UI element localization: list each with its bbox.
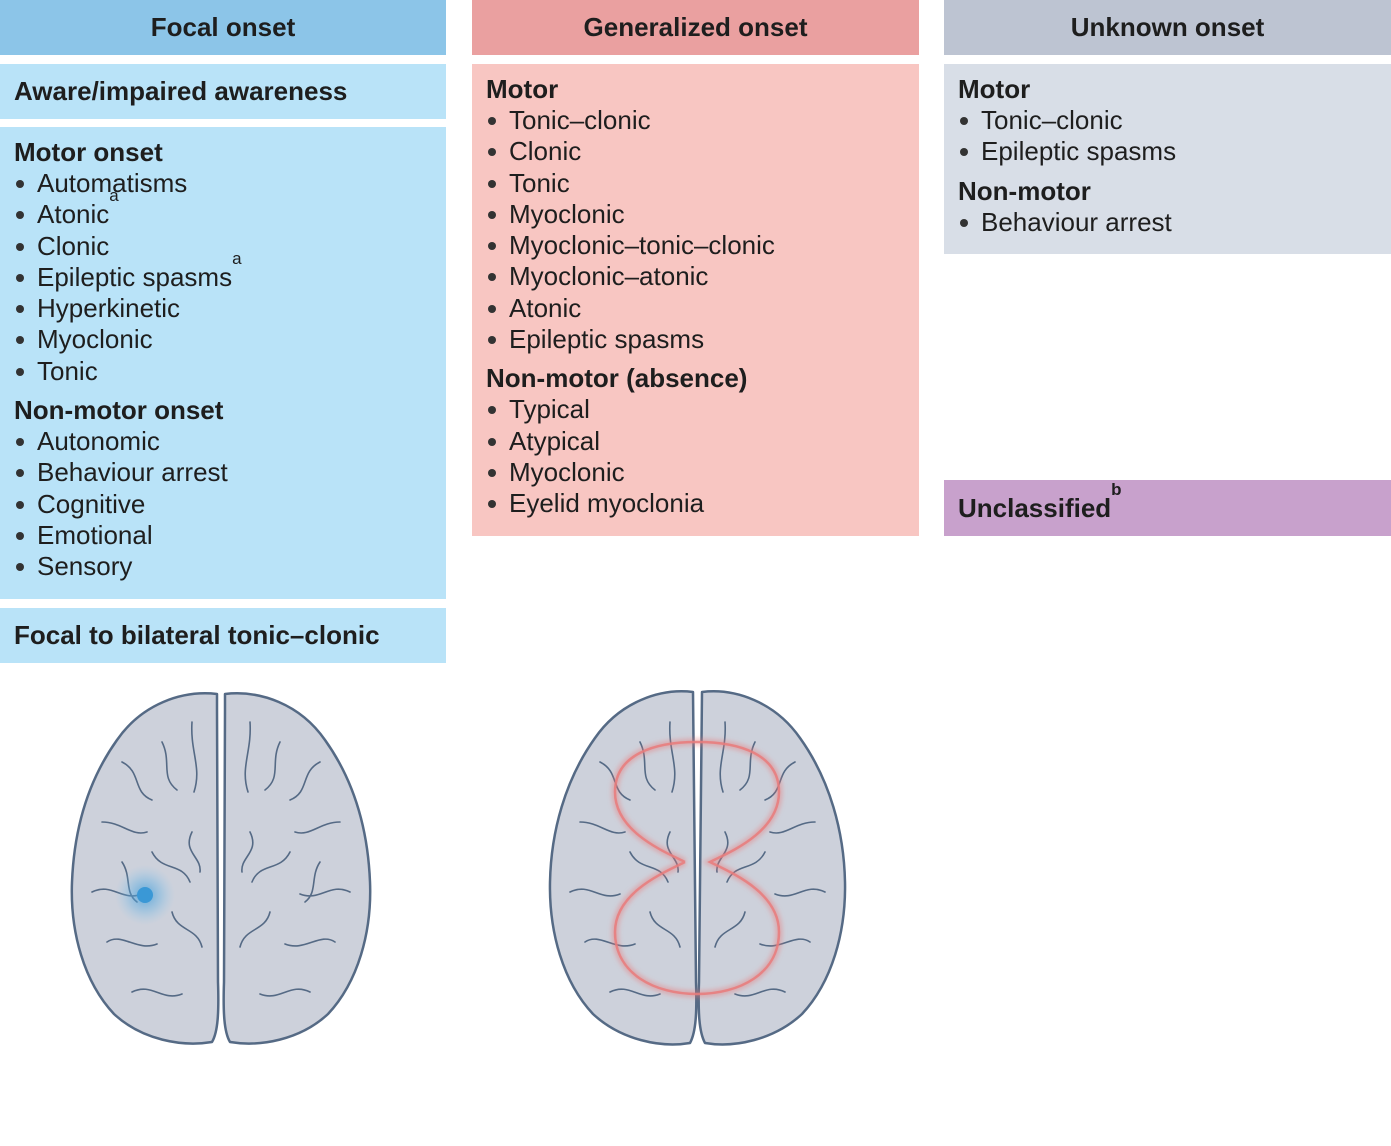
focal-bilateral-box: Focal to bilateral tonic–clonic (0, 608, 446, 663)
generalized-nonmotor-item: Typical (486, 394, 905, 425)
brain-top-view-focal-icon (70, 692, 372, 1045)
focal-nonmotor-title: Non-motor onset (14, 395, 224, 426)
generalized-motor-item: Myoclonic–tonic–clonic (486, 230, 905, 261)
focal-onset-header: Focal onset (0, 0, 446, 55)
generalized-onset-header-label: Generalized onset (583, 12, 808, 42)
generalized-motor-item: Tonic (486, 168, 905, 199)
unknown-onset-header: Unknown onset (944, 0, 1391, 55)
focal-awareness-label: Aware/impaired awareness (14, 76, 348, 106)
unknown-nonmotor-list: Behaviour arrest (958, 207, 1377, 238)
generalized-motor-item: Myoclonic–atonic (486, 261, 905, 292)
unclassified-box: Unclassifiedb (944, 480, 1391, 536)
unknown-onset-header-label: Unknown onset (1070, 12, 1265, 42)
focal-motor-item: Myoclonic (14, 324, 432, 355)
unknown-motor-item: Tonic–clonic (958, 105, 1377, 136)
brain-top-view-generalized-icon (548, 690, 847, 1046)
generalized-motor-item: Epileptic spasms (486, 324, 905, 355)
generalized-motor-item: Myoclonic (486, 199, 905, 230)
focal-motor-item: Epileptic spasmsa (14, 250, 432, 293)
generalized-motor-item: Atonic (486, 293, 905, 324)
focal-onset-header-label: Focal onset (150, 12, 296, 42)
focal-nonmotor-item: Behaviour arrest (14, 457, 432, 488)
generalized-motor-item: Tonic–clonic (486, 105, 905, 136)
focal-nonmotor-item: Emotional (14, 520, 432, 551)
unknown-nonmotor-title: Non-motor (958, 175, 1091, 206)
focal-nonmotor-item: Cognitive (14, 489, 432, 520)
focal-awareness-box: Aware/impaired awareness (0, 64, 446, 119)
unclassified-label: Unclassifiedb (958, 479, 1122, 523)
focal-nonmotor-item: Sensory (14, 551, 432, 582)
focal-motor-item: Hyperkinetic (14, 293, 432, 324)
generalized-nonmotor-item: Eyelid myoclonia (486, 488, 905, 519)
focal-motor-item: Atonica (14, 187, 432, 230)
generalized-nonmotor-item: Myoclonic (486, 457, 905, 488)
generalized-onset-header: Generalized onset (472, 0, 919, 55)
generalized-motor-title: Motor (486, 74, 559, 104)
focal-motor-item: Tonic (14, 356, 432, 387)
generalized-motor-item: Clonic (486, 136, 905, 167)
focal-motor-title: Motor onset (14, 137, 163, 167)
focal-bilateral-label: Focal to bilateral tonic–clonic (14, 620, 380, 650)
focal-nonmotor-item: Autonomic (14, 426, 432, 457)
unclassified-footnote-marker: b (1111, 479, 1122, 499)
unknown-nonmotor-item: Behaviour arrest (958, 207, 1377, 238)
footnote-marker: a (232, 248, 242, 268)
generalized-nonmotor-item: Atypical (486, 426, 905, 457)
focal-motor-item: Automatisms (14, 168, 432, 199)
generalized-nonmotor-title: Non-motor (absence) (486, 363, 748, 394)
footnote-marker: a (109, 186, 119, 206)
focal-onset-dot (137, 887, 153, 903)
unknown-motor-title: Motor (958, 74, 1031, 104)
unknown-motor-item: Epileptic spasms (958, 136, 1377, 167)
focal-motor-item: Clonic (14, 231, 432, 262)
